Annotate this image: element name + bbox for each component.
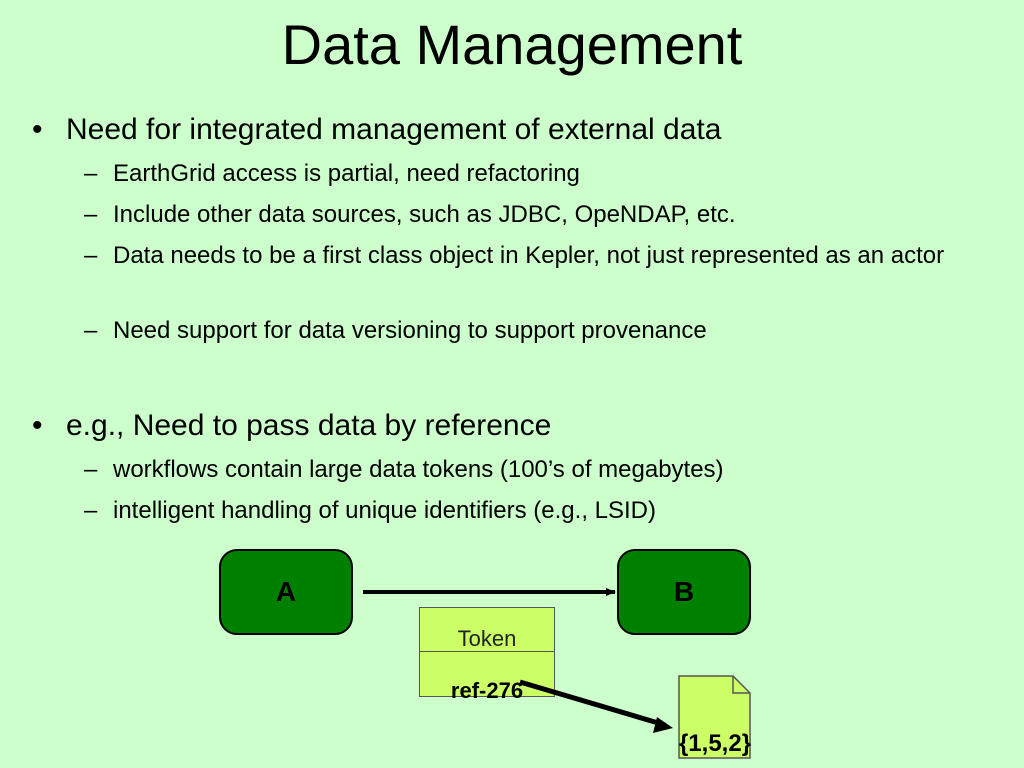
sub-item-text: Include other data sources, such as JDBC… xyxy=(113,201,736,228)
slide-title: Data Management xyxy=(281,13,743,76)
document-fold xyxy=(732,676,750,694)
bullet-glyph: • xyxy=(32,113,43,146)
actor-node-a[interactable]: A xyxy=(219,549,353,635)
reference-arrowhead xyxy=(653,717,673,733)
dash-glyph: – xyxy=(84,497,98,524)
dash-glyph: – xyxy=(84,317,98,344)
token-ref: ref-276 xyxy=(450,678,524,703)
actor-node-b-label: B xyxy=(673,576,695,607)
actor-node-b[interactable]: B xyxy=(617,549,751,635)
document-shape xyxy=(678,675,751,759)
bullet-text: Need for integrated management of extern… xyxy=(66,113,722,146)
dash-glyph: – xyxy=(84,242,98,269)
token-box: Token ref-276 xyxy=(419,607,555,703)
token-label: Token xyxy=(457,626,517,651)
sub-item-text: Need support for data versioning to supp… xyxy=(113,317,707,344)
sub-item-text: intelligent handling of unique identifie… xyxy=(113,497,656,524)
sub-item-text: workflows contain large data tokens (100… xyxy=(113,456,724,483)
bullet-glyph: • xyxy=(32,409,43,442)
dash-glyph: – xyxy=(84,201,98,228)
dash-glyph: – xyxy=(84,160,98,187)
document-value: {1,5,2} xyxy=(678,730,752,757)
sub-item-text: EarthGrid access is partial, need refact… xyxy=(113,160,580,187)
sub-item-text: Data needs to be a first class object in… xyxy=(113,242,945,269)
reference-arrow xyxy=(519,679,666,728)
token-divider xyxy=(420,651,554,652)
bullet-text: e.g., Need to pass data by reference xyxy=(66,409,552,442)
dash-glyph: – xyxy=(84,456,98,483)
actor-node-a-label: A xyxy=(275,576,297,607)
